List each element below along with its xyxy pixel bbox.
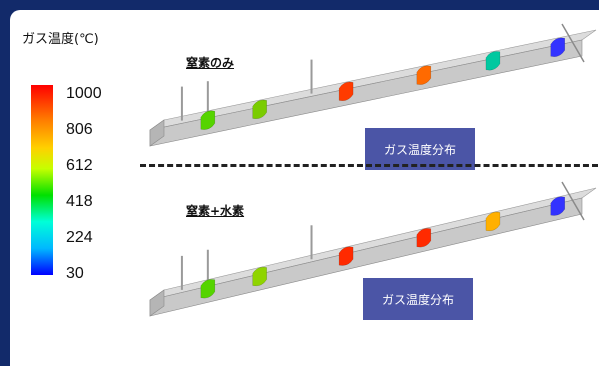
caption-nitrogen-hydrogen: ガス温度分布	[363, 278, 473, 320]
temperature-section	[416, 65, 432, 85]
temperature-section	[252, 99, 267, 120]
temperature-section	[252, 266, 267, 287]
temperature-section	[550, 37, 566, 57]
temperature-section	[485, 51, 501, 71]
temperature-section	[200, 110, 216, 130]
case-label-nitrogen-hydrogen: 窒素+水素	[186, 204, 245, 218]
legend-tick-806: 806	[66, 121, 93, 138]
outlet-pipe	[561, 181, 585, 221]
caption-nitrogen: ガス温度分布	[365, 128, 475, 170]
duct-end-cap	[149, 289, 165, 317]
legend-tick-612: 612	[66, 157, 93, 174]
temperature-section	[338, 81, 354, 102]
temperature-section	[550, 196, 566, 216]
temperature-section	[416, 228, 432, 248]
case-label-nitrogen: 窒素のみ	[186, 56, 235, 70]
duct-end-cap	[149, 119, 165, 147]
divider-line	[140, 164, 598, 167]
duct-top-face	[149, 29, 597, 131]
duct-nitrogen-hydrogen	[149, 181, 597, 317]
temperature-section	[200, 279, 216, 299]
legend-tick-224: 224	[66, 229, 93, 246]
legend-title: ガス温度(℃)	[22, 32, 99, 47]
legend-tick-418: 418	[66, 193, 93, 210]
outlet-pipe	[561, 23, 585, 63]
legend-tick-1000: 1000	[66, 85, 102, 102]
temperature-section	[485, 211, 501, 232]
temperature-section	[338, 246, 354, 266]
legend-tick-30: 30	[66, 265, 84, 282]
legend-colorbar	[31, 85, 53, 275]
duct-nitrogen-only	[149, 23, 597, 147]
